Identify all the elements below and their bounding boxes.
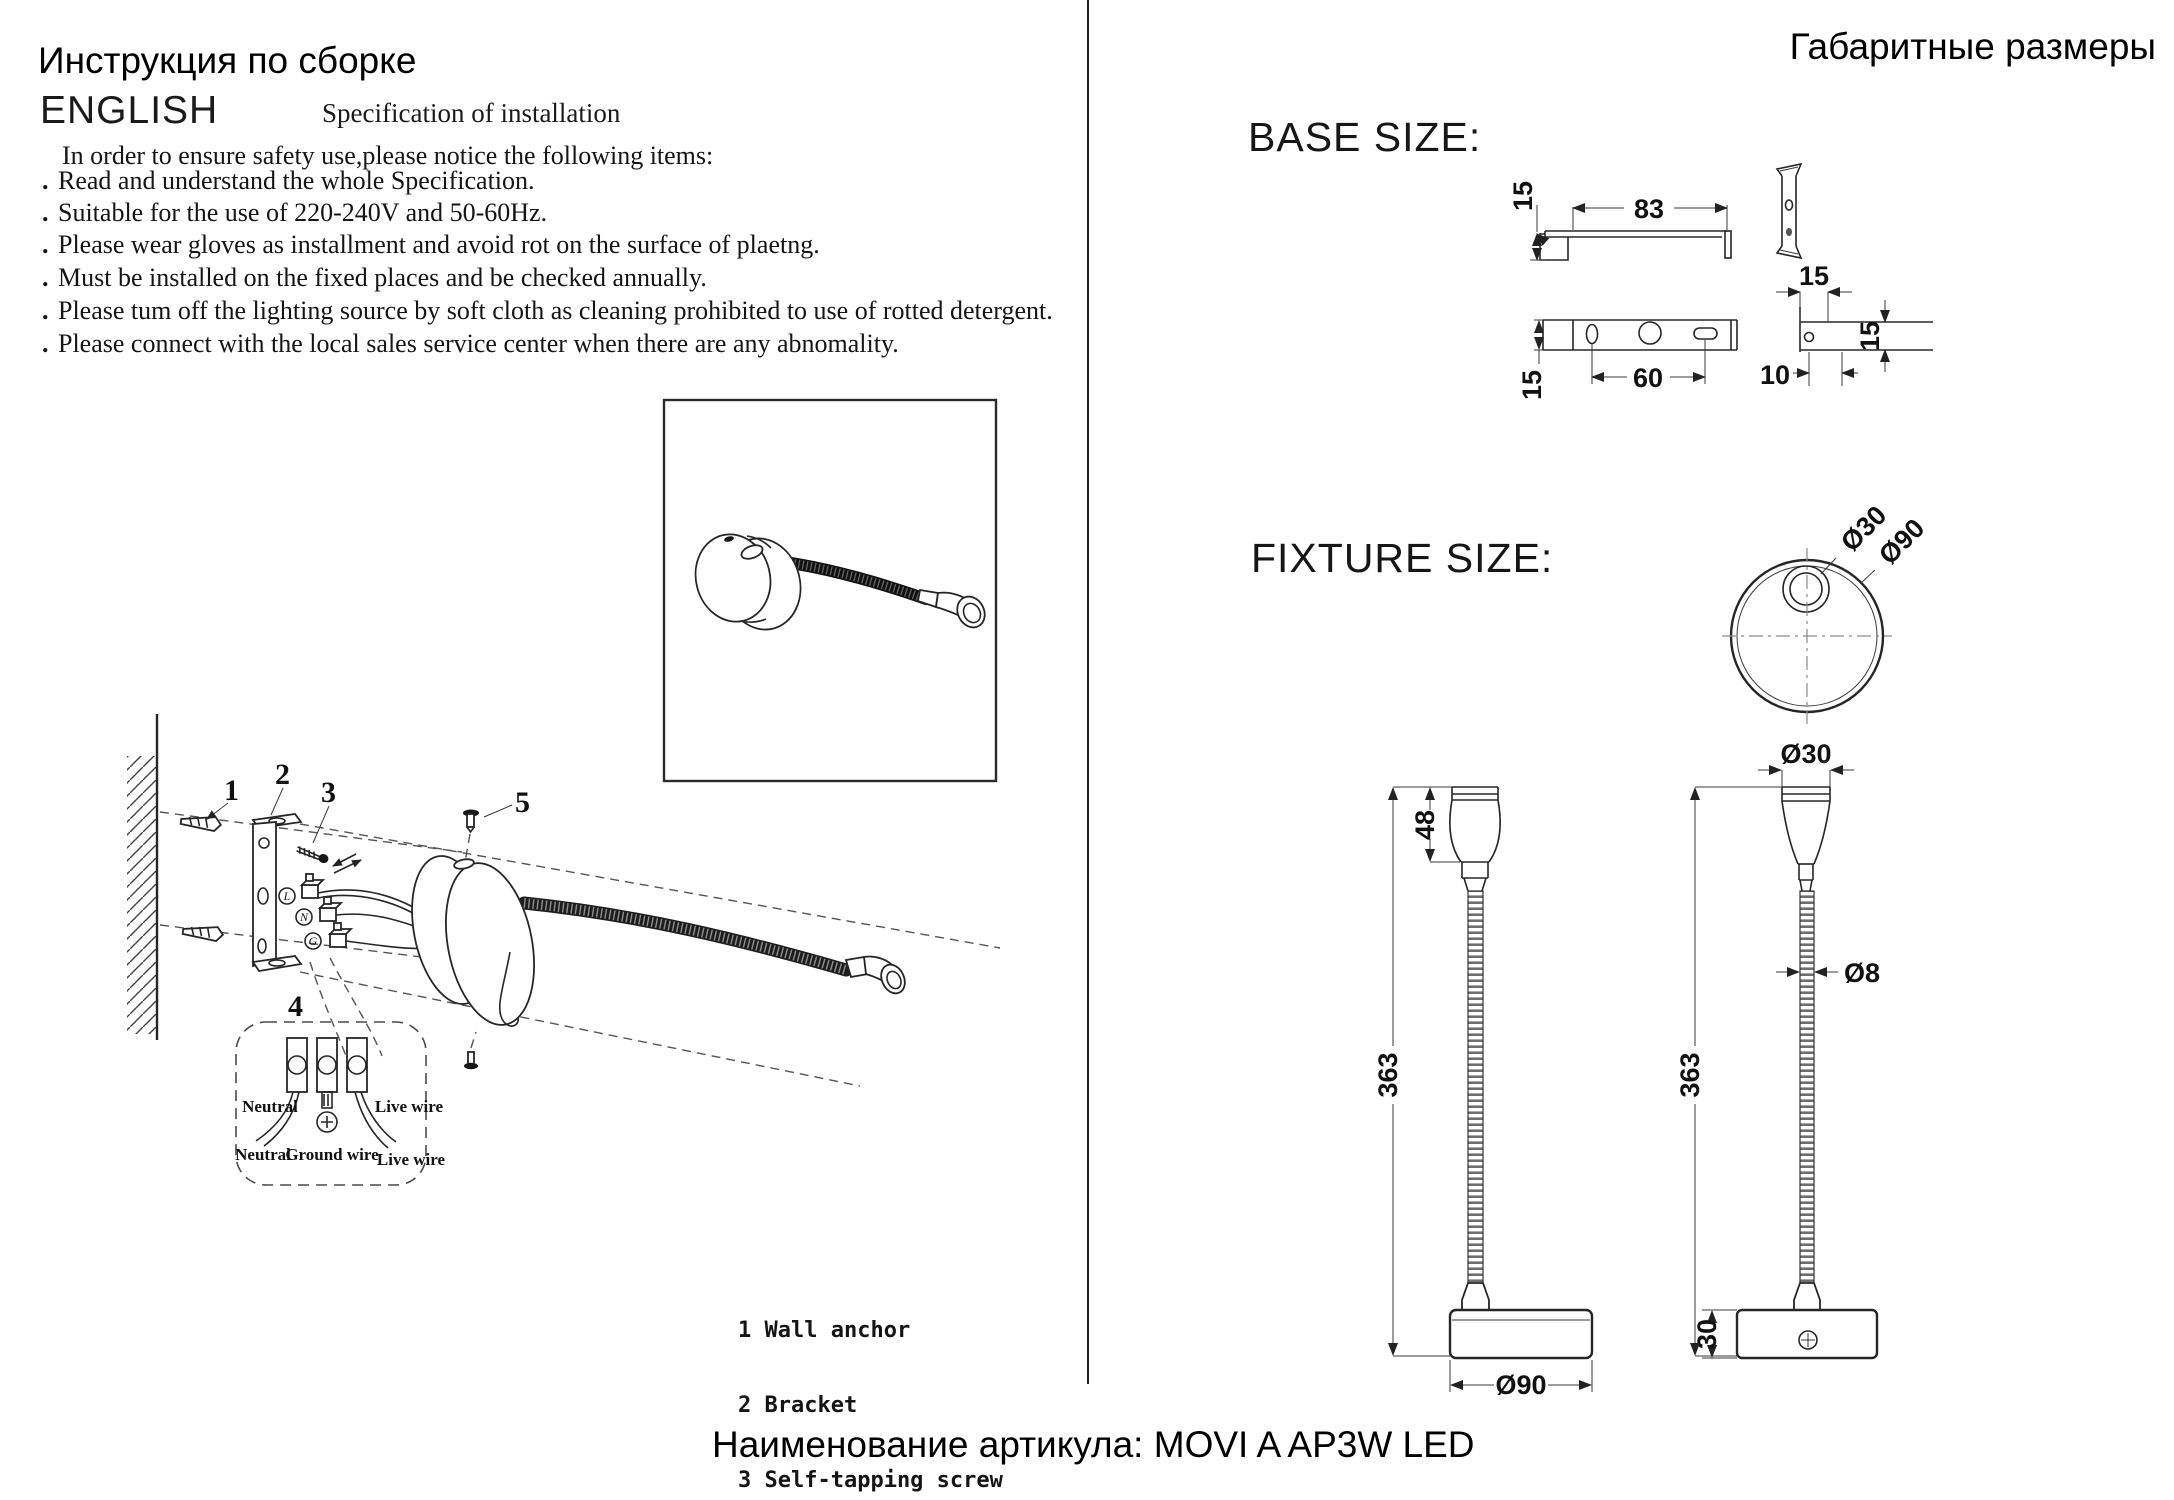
base-side-view: 15 83 [1508, 181, 1732, 261]
dim-side-total-height: 363 [1675, 1052, 1705, 1097]
label-neutral-bottom: Neutral [235, 1145, 291, 1164]
dim-side-head-dia: Ø30 [1780, 739, 1831, 769]
assembly-diagram: L N G 1 2 3 4 [127, 714, 1001, 1186]
dim-base-side-height: 15 [1508, 181, 1538, 211]
page-title-left: Инструкция по сборке [38, 40, 417, 81]
bracket-drawing [251, 813, 303, 972]
language-label: ENGLISH [40, 89, 219, 132]
list-item: . Read and understand the whole Specifica… [42, 166, 535, 196]
dim-front-total-height: 363 [1373, 1052, 1403, 1097]
label-live-top: Live wire [375, 1097, 444, 1116]
wall-anchor-2 [181, 926, 225, 943]
bullet-dot: . [42, 166, 49, 195]
base-end-view [1775, 162, 1803, 260]
product-inset-illustration [662, 398, 998, 783]
parts-list-item: 1 Wall anchor [738, 1318, 911, 1343]
dimension-drawings: 15 83 15 [1373, 162, 1933, 1400]
screw-bottom [464, 1051, 478, 1070]
bullet-dot: . [42, 263, 49, 292]
list-item-text: Suitable for the use of 220-240V and 50-… [58, 198, 548, 227]
self-tapping-screw [296, 846, 329, 864]
dim-base-hole-spacing: 60 [1633, 363, 1663, 393]
fixture-size-heading: FIXTURE SIZE: [1251, 535, 1554, 581]
fixture-front-elevation: 363 48 Ø90 [1373, 786, 1594, 1400]
label-live-bottom: Live wire [377, 1150, 446, 1169]
parts-list-item: 3 Self-tapping screw [738, 1468, 1003, 1493]
callout-2: 2 [275, 758, 290, 791]
dim-corner-hole-offset: 10 [1760, 360, 1790, 390]
bullet-dot: . [42, 198, 49, 227]
label-ground-bottom: Ground wire [285, 1145, 379, 1164]
detail-terminal-middle [316, 1037, 338, 1133]
page-title-right: Габаритные размеры [1789, 26, 2156, 67]
terminal-block-ground [327, 922, 354, 948]
wall-anchor-1 [179, 816, 223, 833]
parts-list: 1 Wall anchor 2 Bracket 3 Self-tapping s… [738, 1268, 1003, 1500]
construction-lines [159, 811, 1001, 1087]
callout-3: 3 [321, 776, 336, 809]
dim-head-height: 48 [1410, 810, 1440, 840]
list-item: . Please wear gloves as installment and a… [42, 230, 820, 260]
dim-arm-dia: Ø8 [1844, 958, 1880, 988]
dim-base-front-height: 15 [1517, 370, 1547, 400]
terminal-block-live [299, 873, 326, 899]
list-item: . Suitable for the use of 220-240V and 50… [42, 198, 547, 228]
bullet-dot: . [42, 329, 49, 358]
list-item-text: Please wear gloves as installment and av… [58, 230, 820, 259]
parts-list-item: 2 Bracket [738, 1393, 858, 1418]
detail-terminal-left [255, 1037, 308, 1147]
base-size-heading: BASE SIZE: [1248, 114, 1482, 160]
terminal-blocks: L N G [278, 873, 354, 950]
list-item-text: Must be installed on the fixed places an… [58, 263, 707, 292]
list-item: . Please tum off the lighting source by s… [42, 296, 1053, 326]
insert-direction-arrows [332, 853, 362, 874]
dim-corner-height: 15 [1855, 321, 1885, 351]
lamp-body-drawing [411, 855, 906, 1027]
callout-4: 4 [288, 990, 303, 1023]
base-corner-detail: 15 15 10 [1760, 261, 1933, 390]
bullet-dot: . [42, 230, 49, 259]
list-item-text: Read and understand the whole Specificat… [58, 166, 535, 195]
dim-base-side-width: 83 [1634, 194, 1664, 224]
base-front-view: 15 60 [1517, 319, 1738, 400]
article-name: Наименование артикула: MOVI A AP3W LED [712, 1424, 1475, 1465]
dim-base-width-dia: Ø90 [1495, 1370, 1546, 1400]
terminal-letter-neutral: N [299, 910, 309, 924]
fixture-top-view: Ø30 Ø90 [1722, 500, 1930, 724]
list-item-text: Please tum off the lighting source by so… [58, 296, 1053, 325]
dim-base-height: 30 [1692, 1319, 1722, 1349]
spec-subtitle: Specification of installation [322, 98, 621, 128]
callout-5: 5 [515, 786, 530, 819]
intro-line: In order to ensure safety use,please not… [62, 141, 714, 170]
dim-corner-width: 15 [1799, 261, 1829, 291]
list-item: . Must be installed on the fixed places a… [42, 263, 707, 293]
screw-top [463, 809, 479, 834]
detail-terminal-right [346, 1037, 397, 1149]
list-item-text: Please connect with the local sales serv… [58, 329, 899, 358]
column-divider [1087, 0, 1089, 1384]
wall-drawing [127, 714, 159, 1040]
list-item: . Please connect with the local sales ser… [42, 329, 899, 359]
callout-1: 1 [224, 774, 239, 807]
lamp-3d-sketch [694, 533, 986, 631]
callout-labels: 1 2 3 4 5 [206, 758, 530, 1023]
fixture-side-elevation: Ø30 Ø8 30 [1675, 739, 1880, 1360]
terminal-block-neutral [317, 896, 344, 922]
inset-frame [662, 398, 998, 783]
terminal-detail-box: Neutral Live wire Neutral Ground wire Li… [235, 1021, 446, 1186]
bullet-dot: . [42, 296, 49, 325]
terminal-letter-ground: G [309, 934, 318, 948]
label-neutral-top: Neutral [242, 1097, 298, 1116]
terminal-letter-live: L [283, 889, 291, 903]
